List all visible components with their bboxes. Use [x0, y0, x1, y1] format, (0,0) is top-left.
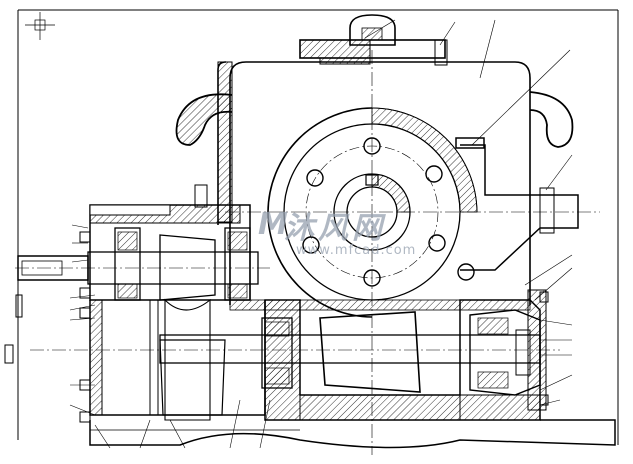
base: [89, 419, 616, 449]
left-lifting-lug: [175, 93, 233, 146]
output-arm: [455, 137, 579, 271]
worm-wheel: [267, 107, 478, 318]
drawing-frame: [4, 9, 619, 445]
leader-lines: [69, 19, 573, 449]
input-shaft-assembly: [17, 184, 259, 301]
lower-housing: [89, 298, 541, 421]
right-lifting-lug: [529, 91, 574, 148]
wheel-bolt-holes: [302, 137, 475, 287]
fasteners: [79, 231, 549, 423]
upper-housing: [217, 14, 531, 305]
